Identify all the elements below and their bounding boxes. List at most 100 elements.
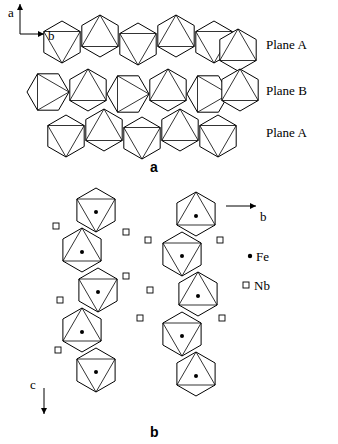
nb-atom [219, 315, 225, 321]
octahedron-face [177, 192, 215, 225]
octahedron [177, 352, 215, 396]
nb-atom [123, 273, 129, 279]
octahedron-outline [82, 15, 118, 57]
octahedron-outline [63, 228, 101, 272]
plane-label: Plane A [266, 126, 307, 139]
octahedron-face [124, 128, 160, 160]
fe-atom [80, 330, 84, 334]
octahedron-face [77, 199, 115, 232]
octahedron [63, 228, 101, 272]
octahedron-face [163, 243, 201, 276]
octahedron-outline [179, 272, 217, 316]
panel-caption: a [150, 160, 158, 174]
axis-label: b [260, 210, 267, 223]
octahedron [27, 74, 69, 110]
octahedron-face [220, 29, 256, 61]
octahedron-face [70, 69, 106, 101]
octahedra [27, 15, 258, 396]
panel-caption: b [150, 425, 159, 439]
octahedron-outline [163, 232, 201, 276]
octahedron-outline [124, 117, 160, 159]
octahedron [158, 15, 194, 57]
fe-atom [180, 334, 184, 338]
octahedron-outline [220, 29, 256, 71]
octahedron [77, 348, 115, 392]
fe-atom [80, 250, 84, 254]
octahedron-outline [77, 348, 115, 392]
octahedron-face [120, 34, 156, 66]
axis-label: b [48, 29, 55, 42]
octahedron [177, 192, 215, 236]
plane-label: Plane B [266, 84, 307, 97]
nb-atom [123, 229, 129, 235]
octahedron [77, 188, 115, 232]
octahedron-face [163, 323, 201, 356]
octahedron [79, 268, 117, 312]
octahedron-face [86, 109, 122, 141]
octahedron-face [48, 126, 84, 158]
octahedron-outline [177, 352, 215, 396]
octahedron-outline [107, 76, 149, 112]
octahedron-outline [63, 308, 101, 352]
octahedron [220, 29, 256, 71]
fe-atom [94, 210, 98, 214]
octahedron-face [158, 15, 194, 47]
nb-atom [53, 223, 59, 229]
nb-atom [137, 315, 143, 321]
fe-atom [94, 370, 98, 374]
nb-atom [55, 347, 61, 353]
octahedron [44, 21, 80, 63]
nb-atom [217, 237, 223, 243]
fe-atom [180, 254, 184, 258]
octahedron [124, 117, 160, 159]
fe-atom [196, 294, 200, 298]
legend-label: Fe [256, 250, 269, 263]
octahedron [163, 232, 201, 276]
octahedron [63, 308, 101, 352]
octahedron [70, 69, 106, 111]
octahedron-outline [44, 21, 80, 63]
octahedron-face [150, 69, 186, 101]
octahedron-face [82, 15, 118, 47]
octahedron-face [79, 279, 117, 312]
fe-atom [96, 290, 100, 294]
nb-atom [147, 287, 153, 293]
octahedron-face [118, 76, 150, 112]
octahedron [120, 23, 156, 65]
axis-arrows [20, 4, 256, 414]
octahedron [82, 15, 118, 57]
octahedron-face [177, 352, 215, 385]
octahedron-outline [158, 15, 194, 57]
octahedron [150, 69, 186, 111]
octahedron-face [63, 308, 101, 341]
legend-samples [243, 254, 252, 288]
octahedron-face [77, 359, 115, 392]
plane-label: Plane A [266, 38, 307, 51]
octahedron-outline [120, 23, 156, 65]
octahedron-outline [77, 188, 115, 232]
octahedron-outline [177, 192, 215, 236]
octahedron-outline [86, 109, 122, 151]
octahedron [163, 312, 201, 356]
octahedron-outline [200, 115, 236, 157]
octahedron [86, 109, 122, 151]
octahedron-outline [150, 69, 186, 111]
nb-atom [57, 297, 63, 303]
octahedron-face [200, 126, 236, 158]
axis-label: c [30, 378, 36, 391]
octahedron [107, 76, 149, 112]
octahedron [48, 115, 84, 157]
octahedron-face [162, 109, 198, 141]
octahedron-outline [162, 109, 198, 151]
octahedron-face [63, 228, 101, 261]
axis-label: a [8, 6, 14, 19]
nb-atom [145, 237, 151, 243]
octahedron-outline [70, 69, 106, 111]
octahedron [200, 115, 236, 157]
octahedron [179, 272, 217, 316]
octahedron-outline [222, 69, 258, 111]
octahedron-face [179, 272, 217, 305]
octahedron-outline [27, 74, 69, 110]
octahedron-outline [48, 115, 84, 157]
